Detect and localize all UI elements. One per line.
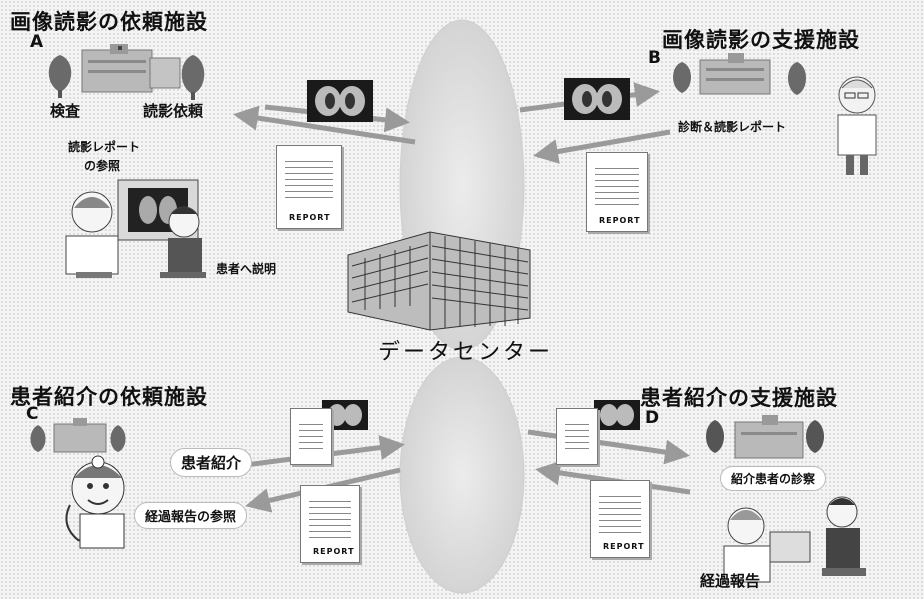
tree-icon: [48, 55, 72, 98]
tree-icon: [30, 425, 46, 452]
report-document-icon: REPORT: [276, 145, 342, 229]
stethoscope-doctor-icon: [65, 455, 125, 549]
patient-icon: [822, 496, 866, 576]
hospital-icon: [53, 418, 107, 453]
arrow-center-to-d: [527, 429, 690, 465]
consultation-a: [65, 179, 206, 278]
section-a-letter: A: [30, 32, 44, 52]
data-center-label: データセンター: [378, 340, 554, 365]
facility-d: [706, 415, 824, 459]
referred-patient-exam-label: 紹介患者の診察: [720, 466, 827, 491]
section-d-letter: D: [645, 408, 660, 428]
consultation-d: [723, 496, 866, 583]
arrow-b-to-center: [533, 129, 671, 164]
progress-ref-label: 経過報告の参照: [134, 502, 248, 529]
tree-icon: [181, 55, 205, 100]
report-document-icon: REPORT: [590, 480, 650, 558]
doctor-icon: [65, 191, 119, 278]
section-a-title: 画像読影の依頼施設: [10, 10, 208, 34]
patient-explain-label: 患者へ説明: [216, 262, 277, 276]
network-ellipse-bottom: [399, 356, 525, 594]
hospital-icon: [734, 415, 804, 459]
request-label: 読影依頼: [143, 102, 204, 120]
desk: [769, 531, 811, 563]
doctor-icon: [723, 507, 771, 583]
report-ref-label-line2: の参照: [84, 159, 121, 173]
hospital-icon: [699, 53, 771, 95]
exam-label: 検査: [50, 102, 81, 120]
tree-icon: [806, 420, 824, 453]
tree-icon: [706, 420, 724, 453]
lungs-xray-icon: [564, 78, 630, 120]
lungs-xray-icon: [307, 80, 373, 122]
diagnosis-report-label: 診断＆読影レポート: [678, 120, 787, 134]
doctor-icon: [837, 76, 877, 175]
report-document-icon: REPORT: [586, 152, 648, 232]
tree-icon: [110, 425, 126, 452]
section-c-title: 患者紹介の依頼施設: [10, 385, 208, 409]
facility-c: [30, 418, 126, 453]
section-c-letter: C: [26, 404, 39, 424]
report-document-icon: REPORT: [300, 485, 360, 563]
building-icon: [347, 231, 531, 331]
progress-report-label: 経過報告: [700, 572, 761, 590]
hospital-icon: [81, 44, 181, 93]
patient-icon: [160, 206, 206, 278]
lungs-xray-icon: [594, 400, 640, 430]
section-b-letter: B: [648, 48, 661, 68]
section-b-title: 画像読影の支援施設: [662, 28, 860, 52]
tree-icon: [788, 62, 806, 95]
facility-a: [48, 44, 205, 100]
report-document-icon: [556, 408, 598, 465]
report-document-icon: [290, 408, 332, 465]
arrow-center-to-a: [233, 105, 416, 145]
report-ref-label-line1: 読影レポート: [68, 140, 141, 154]
section-d-title: 患者紹介の支援施設: [640, 386, 838, 410]
patient-referral-label: 患者紹介: [170, 448, 253, 477]
facility-b: [673, 53, 877, 175]
tree-icon: [673, 62, 691, 93]
